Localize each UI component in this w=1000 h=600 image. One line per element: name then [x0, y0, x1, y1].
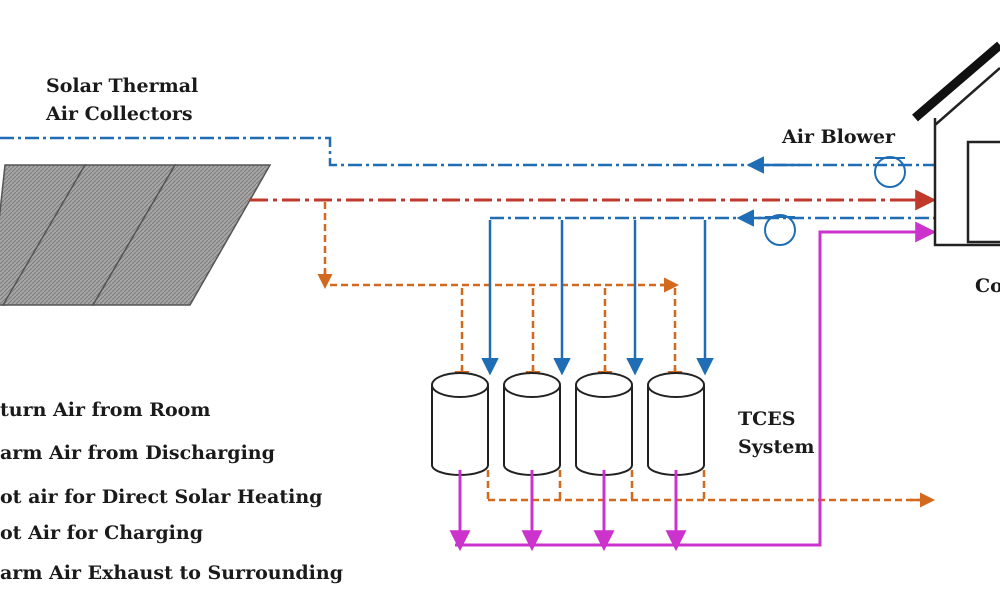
collectors-label-line1: Solar Thermal — [46, 75, 199, 97]
tces-tank-2 — [503, 372, 561, 476]
collector-panel-3 — [91, 164, 272, 306]
room-window — [966, 140, 1000, 244]
collectors-label-line2: Air Collectors — [46, 103, 193, 125]
tces-label-line1: TCES — [738, 408, 796, 430]
legend-item-return-air: turn Air from Room — [0, 399, 211, 421]
solar-collector-panels — [0, 164, 272, 306]
discharge-warm-air-arrows — [449, 221, 937, 552]
air-blower-2 — [764, 214, 796, 246]
tces-tanks — [431, 372, 705, 476]
room-label-partial: Co — [975, 275, 1000, 297]
tces-label-line2: System — [738, 436, 815, 458]
air-blower-label: Air Blower — [782, 126, 895, 148]
legend-item-discharge-air: arm Air from Discharging — [0, 442, 275, 464]
return-air-line — [0, 136, 935, 167]
tces-tank-1 — [431, 372, 489, 476]
tces-tank-4 — [647, 372, 705, 476]
charging-air-arrows — [317, 270, 683, 386]
air-blower-1 — [874, 156, 906, 188]
exhaust-lines — [486, 470, 920, 502]
house-building — [912, 41, 1000, 247]
legend-item-exhaust-air: arm Air Exhaust to Surrounding — [0, 562, 343, 584]
roof-panel — [912, 41, 1000, 122]
legend-item-direct-heating: ot air for Direct Solar Heating — [0, 486, 323, 508]
house-outline — [933, 67, 1000, 247]
legend-item-charging-air: ot Air for Charging — [0, 522, 203, 544]
tces-tank-3 — [575, 372, 633, 476]
return-air-drops — [481, 220, 714, 376]
charging-air-lines — [323, 202, 677, 380]
